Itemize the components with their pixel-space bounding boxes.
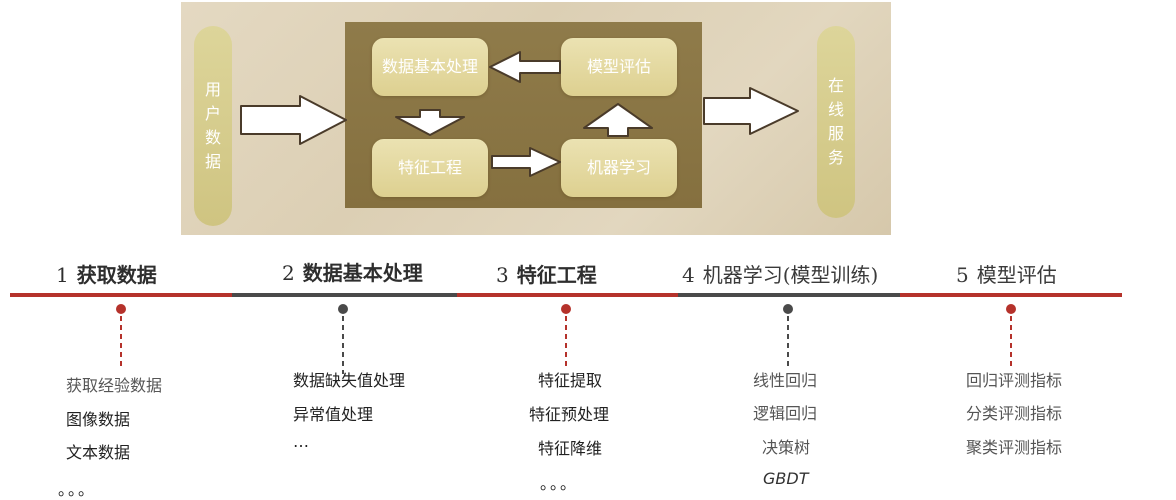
timeline-dot-1 <box>116 304 126 314</box>
step-number: 2 <box>282 261 295 285</box>
node-label: 特征工程 <box>397 158 462 177</box>
node-label: 数据基本处理 <box>382 57 479 76</box>
node-label: 机器学习 <box>586 158 651 177</box>
step-1-item-3: 文本数据 <box>66 443 131 462</box>
step-3-item-1: 特征提取 <box>538 371 603 390</box>
timeline-dot-4 <box>783 304 793 314</box>
timeline-segment-4 <box>678 293 900 297</box>
arrow-input-to-panel <box>240 95 347 145</box>
node-feature-engineering: 特征工程 <box>372 139 488 197</box>
input-label: 用户数据 <box>204 80 221 171</box>
step-5-item-1: 回归评测指标 <box>966 371 1063 390</box>
step-4-item-1: 线性回归 <box>753 371 818 390</box>
arrow-panel-to-output <box>703 87 799 135</box>
step-4-item-2: 逻辑回归 <box>753 404 818 423</box>
timeline-segment-3 <box>457 293 678 297</box>
step-4-item-3: 决策树 <box>762 438 811 457</box>
step-3-item-3: 特征降维 <box>538 439 603 458</box>
step-2-item-2: 异常值处理 <box>293 405 374 424</box>
timeline-dot-3 <box>561 304 571 314</box>
step-number: 4 <box>682 263 695 287</box>
timeline-segment-1 <box>10 293 232 297</box>
arrow-evaluate-to-preprocess <box>489 51 561 83</box>
step-1-item-4: 。。。 <box>58 480 97 499</box>
step-4-item-4: GBDT <box>763 469 809 488</box>
step-number: 3 <box>496 263 509 287</box>
step-number: 1 <box>56 263 69 287</box>
timeline-dot-2 <box>338 304 348 314</box>
step-1-item-2: 图像数据 <box>66 410 131 429</box>
step-1-title: 1 获取数据 <box>56 259 157 288</box>
step-3-item-4: 。。。 <box>540 474 579 493</box>
arrow-train-to-evaluate <box>583 103 653 137</box>
output-online-service: 在线服务 <box>817 26 855 218</box>
arrow-feature-to-train <box>491 147 561 177</box>
step-2-title: 2 数据基本处理 <box>282 258 432 288</box>
output-label: 在线服务 <box>827 76 844 167</box>
input-user-data: 用户数据 <box>194 26 232 226</box>
node-label: 模型评估 <box>586 57 651 76</box>
step-4-title: 4 机器学习(模型训练) <box>682 259 878 288</box>
step-3-title: 3 特征工程 <box>496 259 597 288</box>
step-2-item-1: 数据缺失值处理 <box>293 371 406 390</box>
step-title-text: 数据基本处理 <box>302 261 423 285</box>
node-machine-learning: 机器学习 <box>561 139 677 197</box>
step-3-item-2: 特征预处理 <box>529 405 610 424</box>
step-1-item-1: 获取经验数据 <box>66 376 163 395</box>
arrow-preprocess-to-feature <box>395 109 465 136</box>
step-title-text: 获取数据 <box>76 263 157 287</box>
node-model-evaluation: 模型评估 <box>561 38 677 96</box>
step-5-item-3: 聚类评测指标 <box>966 438 1063 457</box>
step-2-item-3: … <box>293 432 309 451</box>
step-title-text: 特征工程 <box>516 263 597 287</box>
timeline-segment-2 <box>232 293 457 297</box>
step-5-title: 5 模型评估 <box>956 259 1057 288</box>
step-title-text: 机器学习(模型训练) <box>702 263 879 287</box>
step-number: 5 <box>956 263 969 287</box>
timeline-segment-5 <box>900 293 1122 297</box>
timeline-dot-5 <box>1006 304 1016 314</box>
step-title-text: 模型评估 <box>976 263 1057 287</box>
step-5-item-2: 分类评测指标 <box>966 404 1063 423</box>
node-data-preprocessing: 数据基本处理 <box>372 38 488 96</box>
